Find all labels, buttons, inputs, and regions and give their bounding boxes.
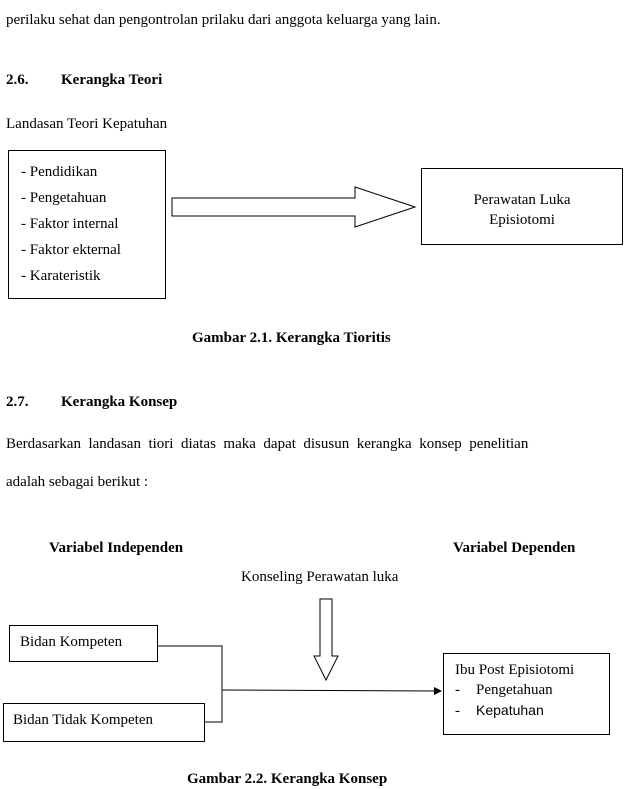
box-bidan-tidak-kompeten: Bidan Tidak Kompeten (3, 703, 205, 742)
box-label: Bidan Tidak Kompeten (13, 712, 154, 728)
body-text-line: perilaku sehat dan pengontrolan prilaku … (6, 12, 441, 28)
result-line: Episiotomi (489, 212, 555, 228)
list-item: Pendidikan (21, 159, 165, 185)
outcome-item-text: Kepatuhan (476, 702, 544, 718)
outcome-item-text: Pengetahuan (476, 682, 553, 698)
label-variabel-dependen: Variabel Dependen (453, 540, 576, 556)
block-arrow (171, 186, 417, 228)
list-item: Faktor internal (21, 211, 165, 237)
outcome-title: Ibu Post Episiotomi (455, 662, 575, 678)
theory-factors-list: Pendidikan Pengetahuan Faktor internal F… (21, 159, 165, 289)
outcome-item: -Pengetahuan (455, 682, 553, 698)
outcome-box: Ibu Post Episiotomi -Pengetahuan -Kepatu… (443, 653, 610, 735)
connector-main (221, 689, 435, 692)
outcome-item: -Kepatuhan (455, 702, 544, 719)
section-number: 2.6. (6, 72, 29, 88)
arrowhead (434, 687, 442, 695)
box-bidan-kompeten: Bidan Kompeten (9, 625, 158, 662)
figure-caption: Gambar 2.1. Kerangka Tioritis (192, 330, 391, 346)
connector-kompeten (158, 645, 223, 723)
list-item: Karateristik (21, 263, 165, 289)
box-label: Bidan Kompeten (20, 634, 123, 650)
section-title: Kerangka Konsep (61, 394, 178, 410)
paragraph-line: adalah sebagai berikut : (6, 474, 149, 490)
result-line: Perawatan Luka (473, 192, 571, 208)
down-arrow (313, 598, 339, 682)
theory-result-box: Perawatan Luka Episiotomi (421, 168, 623, 245)
label-variabel-independen: Variabel Independen (49, 540, 184, 556)
paragraph-line: Berdasarkan landasan tiori diatas maka d… (6, 436, 529, 452)
label-konseling: Konseling Perawatan luka (241, 569, 399, 585)
landasan-text: Landasan Teori Kepatuhan (6, 116, 168, 132)
list-item: Faktor ekternal (21, 237, 165, 263)
list-item: Pengetahuan (21, 185, 165, 211)
figure-caption: Gambar 2.2. Kerangka Konsep (187, 771, 388, 787)
theory-factors-box: Pendidikan Pengetahuan Faktor internal F… (8, 150, 166, 299)
section-number: 2.7. (6, 394, 29, 410)
section-title: Kerangka Teori (61, 72, 163, 88)
